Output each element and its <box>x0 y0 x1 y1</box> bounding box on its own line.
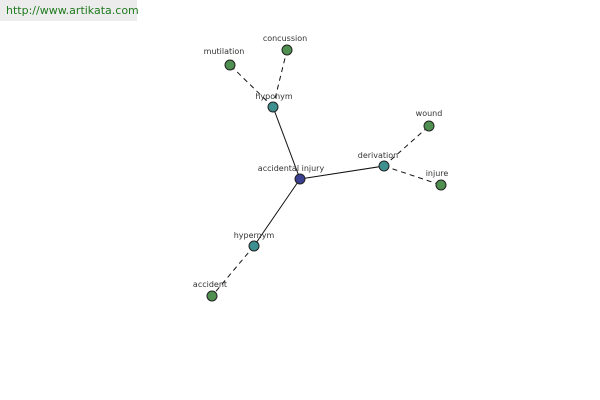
label-mutilation: mutilation <box>204 47 245 56</box>
labels-layer: accidental injury hyponym derivation hyp… <box>193 34 448 289</box>
edge-center-hyponym <box>272 106 301 180</box>
label-center: accidental injury <box>258 164 325 173</box>
edge-derivation-wound <box>383 125 430 167</box>
node-hyponym[interactable] <box>267 101 279 113</box>
label-concussion: concussion <box>263 34 307 43</box>
node-accident[interactable] <box>206 290 218 302</box>
source-link[interactable]: http://www.artikata.com <box>6 4 139 17</box>
label-accident: accident <box>193 280 227 289</box>
edge-hyponym-mutilation <box>229 64 274 108</box>
label-injure: injure <box>426 169 449 178</box>
node-hypernym[interactable] <box>248 240 260 252</box>
edges-layer <box>211 49 442 297</box>
label-hypernym: hypernym <box>234 231 275 240</box>
node-derivation[interactable] <box>378 160 390 172</box>
node-wound[interactable] <box>423 120 435 132</box>
edge-hypernym-accident <box>211 245 255 297</box>
label-wound: wound <box>416 109 443 118</box>
edge-hyponym-concussion <box>272 49 288 108</box>
edge-center-derivation <box>299 165 385 180</box>
label-derivation: derivation <box>358 151 398 160</box>
node-concussion[interactable] <box>281 44 293 56</box>
node-mutilation[interactable] <box>224 59 236 71</box>
nodes-layer <box>206 44 447 302</box>
edge-center-hypernym <box>253 178 301 247</box>
node-injure[interactable] <box>435 179 447 191</box>
source-banner: http://www.artikata.com <box>0 0 139 21</box>
edge-derivation-injure <box>383 165 442 186</box>
label-hyponym: hyponym <box>255 92 293 101</box>
node-center[interactable] <box>294 173 306 185</box>
